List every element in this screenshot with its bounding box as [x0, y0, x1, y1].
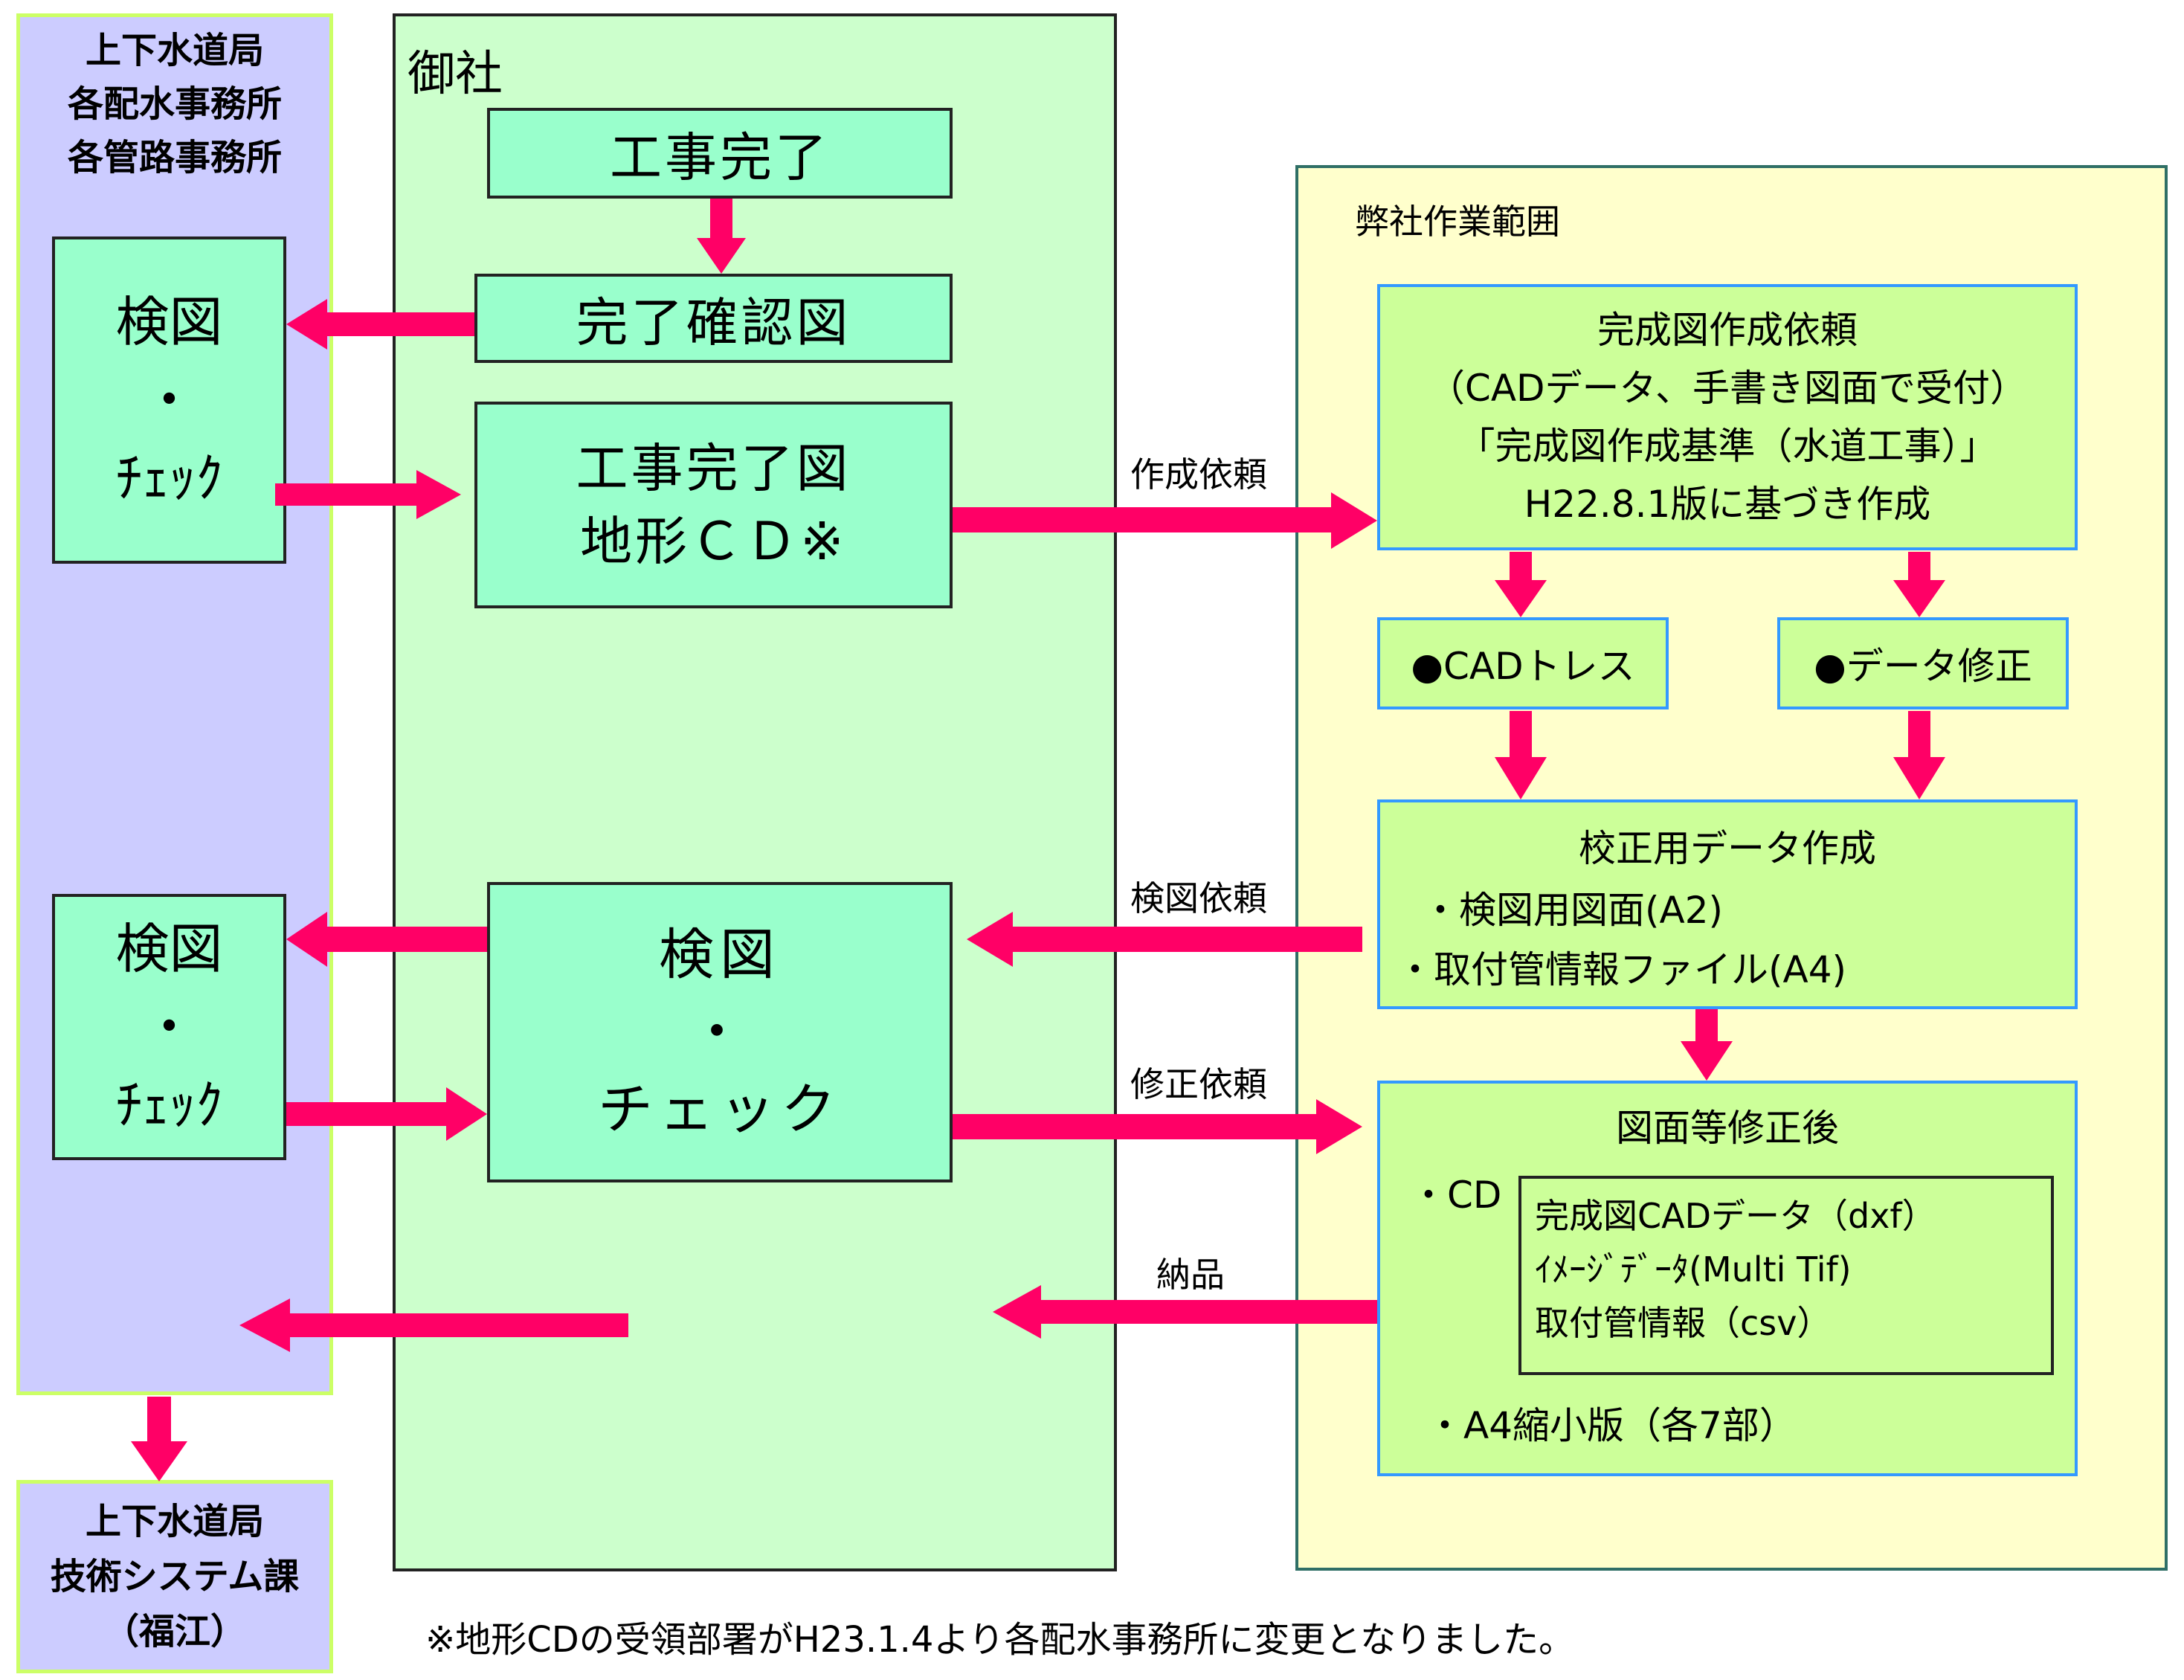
arrow-down-proof-left [1495, 711, 1547, 799]
kenzu-check-line1: 検図 [659, 923, 781, 987]
arrow-down-tech-system [131, 1397, 187, 1481]
kenzu-check-line3: チェック [598, 1078, 842, 1142]
arrow-down-data-fix [1893, 552, 1945, 617]
arrow-left-to-kenzu-bottom [286, 912, 487, 967]
label-kenzu-irai: 検図依頼 [1130, 878, 1267, 918]
check-box-bottom-line3: ﾁｪｯｸ [115, 1073, 223, 1136]
after-fix-box: 図面等修正後 ・CD 完成図CADデータ（dxf） ｲﾒｰｼﾞﾃﾞｰﾀ(Mult… [1377, 1081, 2078, 1476]
left-column-title: 上下水道局 各配水事務所 各管路事務所 [16, 22, 333, 186]
arrow-right-sakusei-irai [953, 492, 1377, 549]
label-nouhin: 納品 [1156, 1255, 1225, 1295]
cd-contents-box: 完成図CADデータ（dxf） ｲﾒｰｼﾞﾃﾞｰﾀ(Multi Tif) 取付管情… [1518, 1176, 2054, 1375]
arrow-down-after-fix [1681, 1009, 1733, 1081]
arrow-left-nouhin [993, 1285, 1377, 1339]
check-box-top-line1: 検図 [115, 290, 223, 353]
kouji-kanryou-box: 工事完了 [487, 108, 953, 199]
arrow-down-kanryou [697, 199, 746, 274]
arrow-right-shusei-irai [953, 1099, 1362, 1154]
request-line1: 完成図作成依頼 [1597, 309, 1858, 352]
kenzu-check-line2: ・ [689, 1000, 750, 1064]
check-box-bottom-line1: 検図 [115, 917, 223, 980]
cd-content-csv: 取付管情報（csv） [1535, 1303, 1832, 1343]
completion-request-box: 完成図作成依頼 （CADデータ、手書き図面で受付） 「完成図作成基準（水道工事）… [1377, 284, 2078, 550]
after-fix-title: 図面等修正後 [1616, 1107, 1839, 1150]
cad-trace-box: ●CADトレス [1377, 617, 1669, 709]
proof-data-box: 校正用データ作成 ・検図用図面(A2) ・取付管情報ファイル(A4) [1377, 799, 2078, 1009]
kanryou-kakunin-box: 完了確認図 [474, 274, 953, 363]
arrow-left-kenzu-irai [967, 912, 1362, 967]
kouji-kanryou-zu-box: 工事完了図 地形ＣＤ※ [474, 402, 953, 608]
request-line3: 「完成図作成基準（水道工事）」 [1457, 425, 1997, 468]
arrow-down-cad-trace [1495, 552, 1547, 617]
tech-box-line1: 上下水道局 [85, 1501, 264, 1542]
arrow-right-to-kouji-zu [275, 470, 461, 519]
arrow-left-to-kenzu-top [286, 299, 474, 350]
cd-label: ・CD [1410, 1174, 1502, 1217]
proof-title: 校正用データ作成 [1579, 827, 1876, 870]
label-sakusei-irai: 作成依頼 [1130, 454, 1267, 495]
left-title-line2: 各配水事務所 [67, 83, 282, 125]
tech-box-line2: 技術システム課 [50, 1556, 300, 1597]
data-fix-box: ●データ修正 [1777, 617, 2069, 709]
arrow-down-proof-right [1893, 711, 1945, 799]
footnote: ※地形CDの受領部署がH23.1.4より各配水事務所に変更となりました。 [425, 1619, 1575, 1661]
a4-label: ・A4縮小版（各7部） [1426, 1404, 1797, 1447]
proof-item-a4: ・取付管情報ファイル(A4) [1397, 948, 1847, 991]
arrow-left-to-left-column [239, 1298, 628, 1352]
label-shusei-irai: 修正依頼 [1130, 1064, 1267, 1104]
kouji-kanryou-zu-line1: 工事完了図 [576, 438, 851, 499]
check-box-top: 検図 ・ ﾁｪｯｸ [52, 236, 286, 564]
request-line2: （CADデータ、手書き図面で受付） [1427, 367, 2028, 410]
request-line4: H22.8.1版に基づき作成 [1524, 483, 1931, 526]
check-box-top-line3: ﾁｪｯｸ [115, 446, 223, 509]
left-title-line1: 上下水道局 [85, 30, 264, 71]
cd-content-cad: 完成図CADデータ（dxf） [1535, 1196, 1936, 1236]
check-box-top-line2: ・ [142, 368, 196, 431]
kenzu-check-box: 検図 ・ チェック [487, 882, 953, 1182]
arrow-right-to-kenzu-check [286, 1087, 487, 1141]
cd-content-image: ｲﾒｰｼﾞﾃﾞｰﾀ(Multi Tif) [1535, 1249, 1852, 1290]
check-box-bottom-line2: ・ [142, 995, 196, 1058]
kouji-kanryou-zu-line2: 地形ＣＤ※ [580, 511, 847, 572]
middle-column-title: 御社 [408, 47, 503, 102]
left-title-line3: 各管路事務所 [67, 137, 282, 178]
right-column-title: 弊社作業範囲 [1355, 202, 1560, 242]
proof-item-a2: ・検図用図面(A2) [1422, 889, 1724, 932]
technical-system-box: 上下水道局 技術システム課 （福江） [16, 1480, 333, 1673]
tech-box-line3: （福江） [103, 1611, 246, 1652]
check-box-bottom: 検図 ・ ﾁｪｯｸ [52, 894, 286, 1160]
